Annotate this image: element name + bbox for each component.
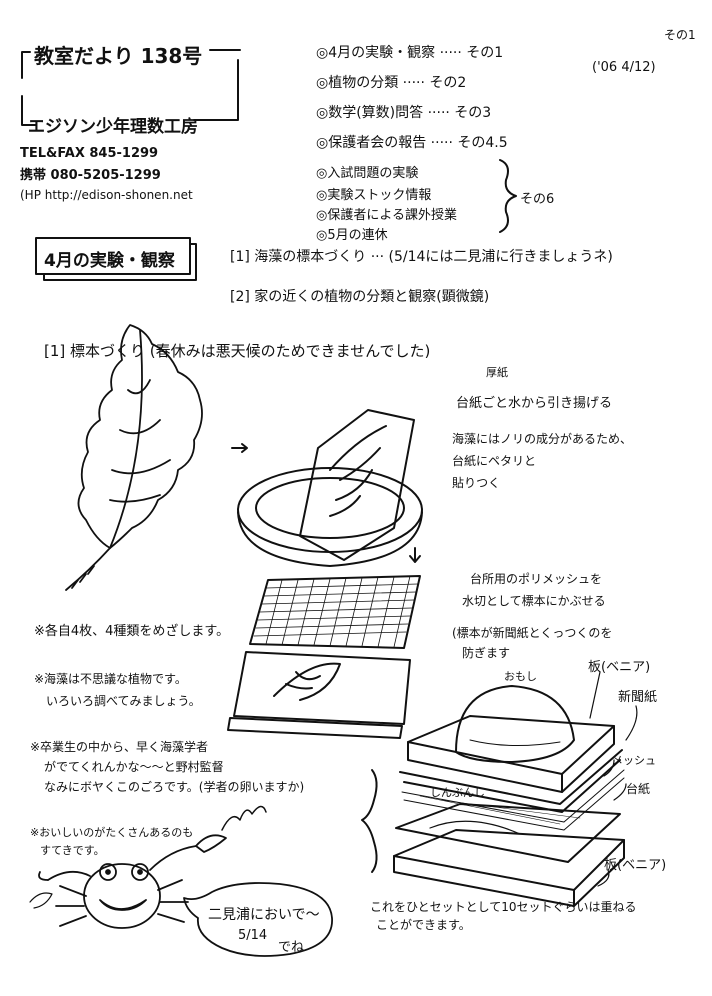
newspaper-note-line: 防ぎます — [462, 646, 511, 660]
base-paper-label: 台紙 — [626, 782, 651, 796]
crab-seaweed — [221, 805, 267, 831]
stack-brace — [361, 769, 378, 873]
toc-item: ◎植物の分類 ····· その2 — [316, 75, 467, 91]
note-tasty-line: すてきです。 — [40, 844, 105, 857]
stack-note-line: ことができます。 — [376, 918, 471, 932]
note-alumni-line: なみにボヤくこのごろです。(学者の卵いますか) — [44, 780, 305, 794]
crab-drawing — [38, 834, 227, 929]
section-heading: 4月の実験・観察 — [44, 251, 175, 271]
homepage-url: (HP http://edison-shonen.net — [20, 188, 193, 202]
weight-label: おもし — [504, 670, 537, 683]
experiment-item: [2] 家の近くの植物の分類と観察(顕微鏡) — [230, 289, 490, 305]
crab-bubble-date: 5/14 — [238, 928, 268, 943]
experiment-item: [1] 海藻の標本づくり ··· (5/14には二見浦に行きましょうネ) — [230, 249, 613, 265]
subsection-title: [1] 標本づくり (春休みは悪天候のためできませんでした) — [44, 342, 431, 360]
note-alumni-line: がでてくれんかな〜〜と野村監督 — [44, 760, 224, 774]
tel-fax: TEL&FAX 845-1299 — [20, 146, 159, 161]
toc-item: ◎4月の実験・観察 ····· その1 — [316, 45, 504, 61]
toc-item: ◎実験ストック情報 — [316, 188, 432, 203]
board-top-label: 板(ベニア) — [588, 660, 651, 675]
base-paper-drawing — [227, 651, 411, 739]
toc-item: ◎数学(算数)問答 ····· その3 — [316, 105, 492, 121]
publisher-name: エジソン少年理数工房 — [28, 117, 198, 137]
speech-bubble — [183, 882, 333, 957]
issue-date: ('06 4/12) — [592, 60, 656, 75]
crab-bubble-line: でね — [278, 940, 305, 955]
mesh-label: メッシュ — [612, 754, 656, 767]
mesh-note-line: 水切として標本にかぶせる — [462, 594, 606, 608]
mesh-note-line: 台所用のポリメッシュを — [470, 572, 603, 586]
newspaper-note-line: (標本が新聞紙とくっつくのを — [452, 626, 613, 640]
tray-drawing — [237, 409, 423, 567]
mobile-number: 携帯 080-5205-1299 — [20, 168, 161, 183]
note-alumni-line: ※卒業生の中から、早く海藻学者 — [30, 740, 209, 754]
toc-group-label: その6 — [520, 192, 555, 207]
toc-item: ◎入試問題の実験 — [316, 166, 419, 181]
toc-item: ◎保護者会の報告 ····· その4.5 — [316, 135, 508, 151]
newsletter-title: 教室だより 138号 — [34, 44, 203, 68]
paper-label: 厚紙 — [486, 366, 508, 379]
nori-note-line: 海藻にはノリの成分があるため、台紙にペタリと — [452, 432, 633, 468]
header-frame — [21, 49, 241, 126]
mesh-drawing — [249, 575, 421, 649]
note-tasty-line: ※おいしいのがたくさんあるのも — [30, 826, 194, 839]
toc-item: ◎保護者による課外授業 — [316, 208, 457, 223]
note-seaweed-line: いろいろ調べてみましょう。 — [46, 694, 201, 708]
toc-brace — [499, 159, 517, 233]
board-bottom-label: 板(ベニア) — [604, 858, 667, 873]
nori-note: 海藻にはノリの成分があるため、台紙にペタリと 貼りつく — [452, 428, 632, 494]
note-seaweed-line: ※海藻は不思議な植物です。 — [34, 672, 187, 686]
crab-sprout — [29, 892, 53, 909]
crab-bubble-line: 二見浦においで〜 — [208, 907, 320, 923]
lift-note: 台紙ごと水から引き揚げる — [456, 396, 613, 411]
press-stack-drawing — [393, 671, 638, 907]
arrow-right — [231, 443, 248, 453]
arrow-down-1 — [409, 547, 421, 563]
toc-item: ◎5月の連休 — [316, 228, 388, 243]
section-heading-box — [35, 237, 191, 275]
seaweed-drawing — [65, 324, 203, 591]
stack-note-line: これをひとセットとして10セットぐらいは重ねる — [370, 900, 637, 914]
newspaper-label: 新聞紙 — [618, 690, 658, 705]
note-each-four: ※各自4枚、4種類をめざします。 — [34, 624, 230, 639]
nori-note-line: 貼りつく — [452, 476, 501, 490]
page-label: その1 — [664, 28, 696, 42]
newspaper-small-label: しんぶんし — [430, 786, 485, 799]
